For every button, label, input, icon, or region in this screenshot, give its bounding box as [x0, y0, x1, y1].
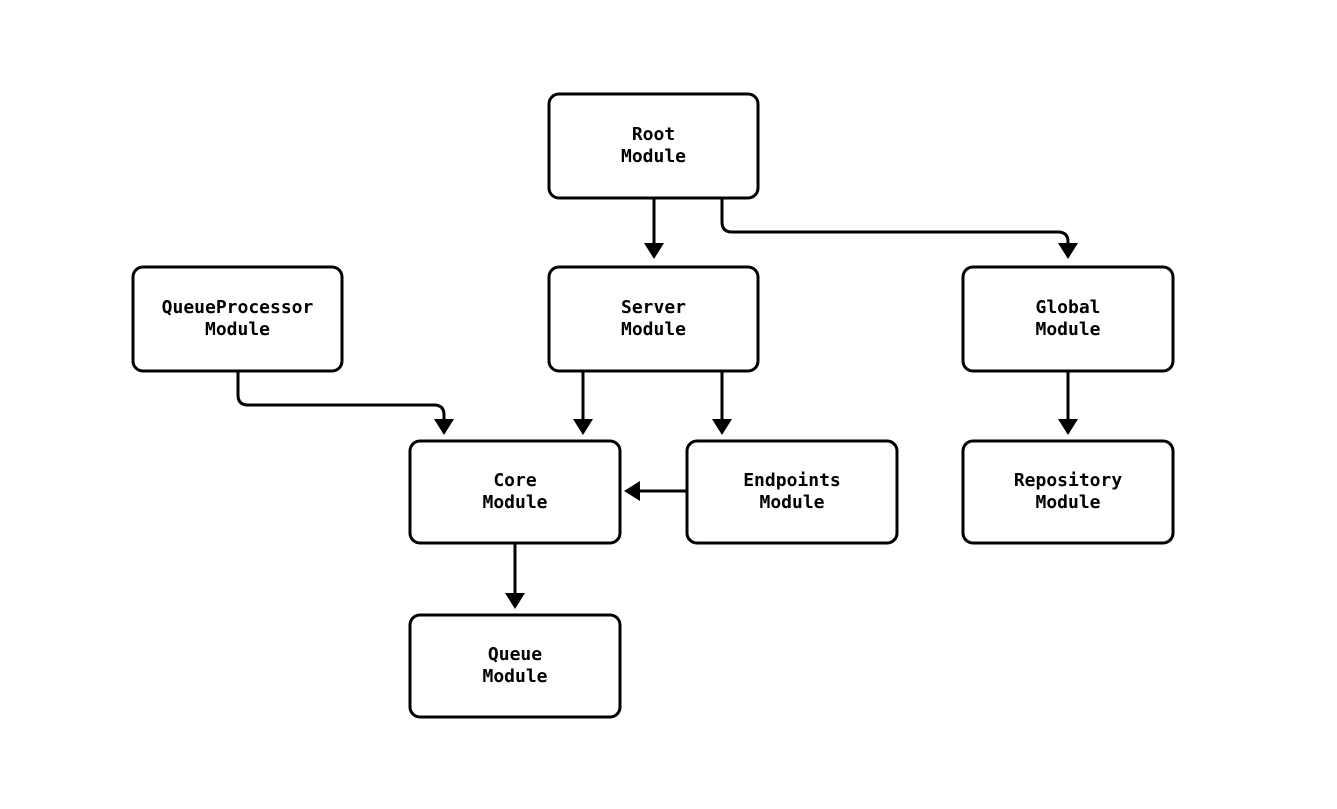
edge-core-to-queue: [505, 543, 525, 609]
edge-root-to-server: [644, 198, 664, 259]
arrowhead-icon: [712, 419, 732, 435]
node-label-line2: Module: [759, 492, 824, 513]
edge-line: [720, 198, 1070, 244]
nodes-layer: RootModuleQueueProcessorModuleServerModu…: [131, 92, 1175, 719]
arrowhead-icon: [1058, 243, 1078, 259]
edge-line: [236, 371, 446, 419]
node-label-line1: QueueProcessor: [162, 297, 314, 318]
node-box[interactable]: [408, 439, 622, 545]
node-label-line2: Module: [482, 666, 547, 687]
node-label-line2: Module: [482, 492, 547, 513]
node-label-line1: Queue: [488, 644, 542, 665]
node-label-line2: Module: [1035, 492, 1100, 513]
edge-server-to-core: [573, 371, 593, 435]
arrowhead-icon: [1058, 419, 1078, 435]
edges-layer: [236, 198, 1078, 609]
node-box[interactable]: [547, 92, 760, 200]
node-box[interactable]: [408, 613, 622, 719]
arrowhead-icon: [434, 419, 454, 435]
edge-server-to-endpoints: [712, 371, 732, 435]
node-box[interactable]: [961, 265, 1175, 373]
node-label-line2: Module: [621, 319, 686, 340]
node-box[interactable]: [961, 439, 1175, 545]
edge-root-to-global: [720, 198, 1078, 259]
arrowhead-icon: [505, 593, 525, 609]
node-label-line1: Repository: [1014, 470, 1123, 491]
node-label-line1: Core: [493, 470, 537, 491]
node-label-line2: Module: [1035, 319, 1100, 340]
node-box[interactable]: [131, 265, 344, 373]
edge-global-to-repository: [1058, 371, 1078, 435]
arrowhead-icon: [644, 243, 664, 259]
arrowhead-icon: [624, 481, 640, 501]
node-label-line2: Module: [621, 146, 686, 167]
node-label-line2: Module: [205, 319, 270, 340]
edge-queueprocessor-to-core: [236, 371, 454, 435]
edge-endpoints-to-core: [624, 481, 687, 501]
node-label-line1: Global: [1035, 297, 1100, 318]
node-box[interactable]: [685, 439, 899, 545]
arrowhead-icon: [573, 419, 593, 435]
node-label-line1: Endpoints: [743, 470, 841, 491]
node-label-line1: Server: [621, 297, 686, 318]
node-label-line1: Root: [632, 124, 675, 145]
node-box[interactable]: [547, 265, 760, 373]
